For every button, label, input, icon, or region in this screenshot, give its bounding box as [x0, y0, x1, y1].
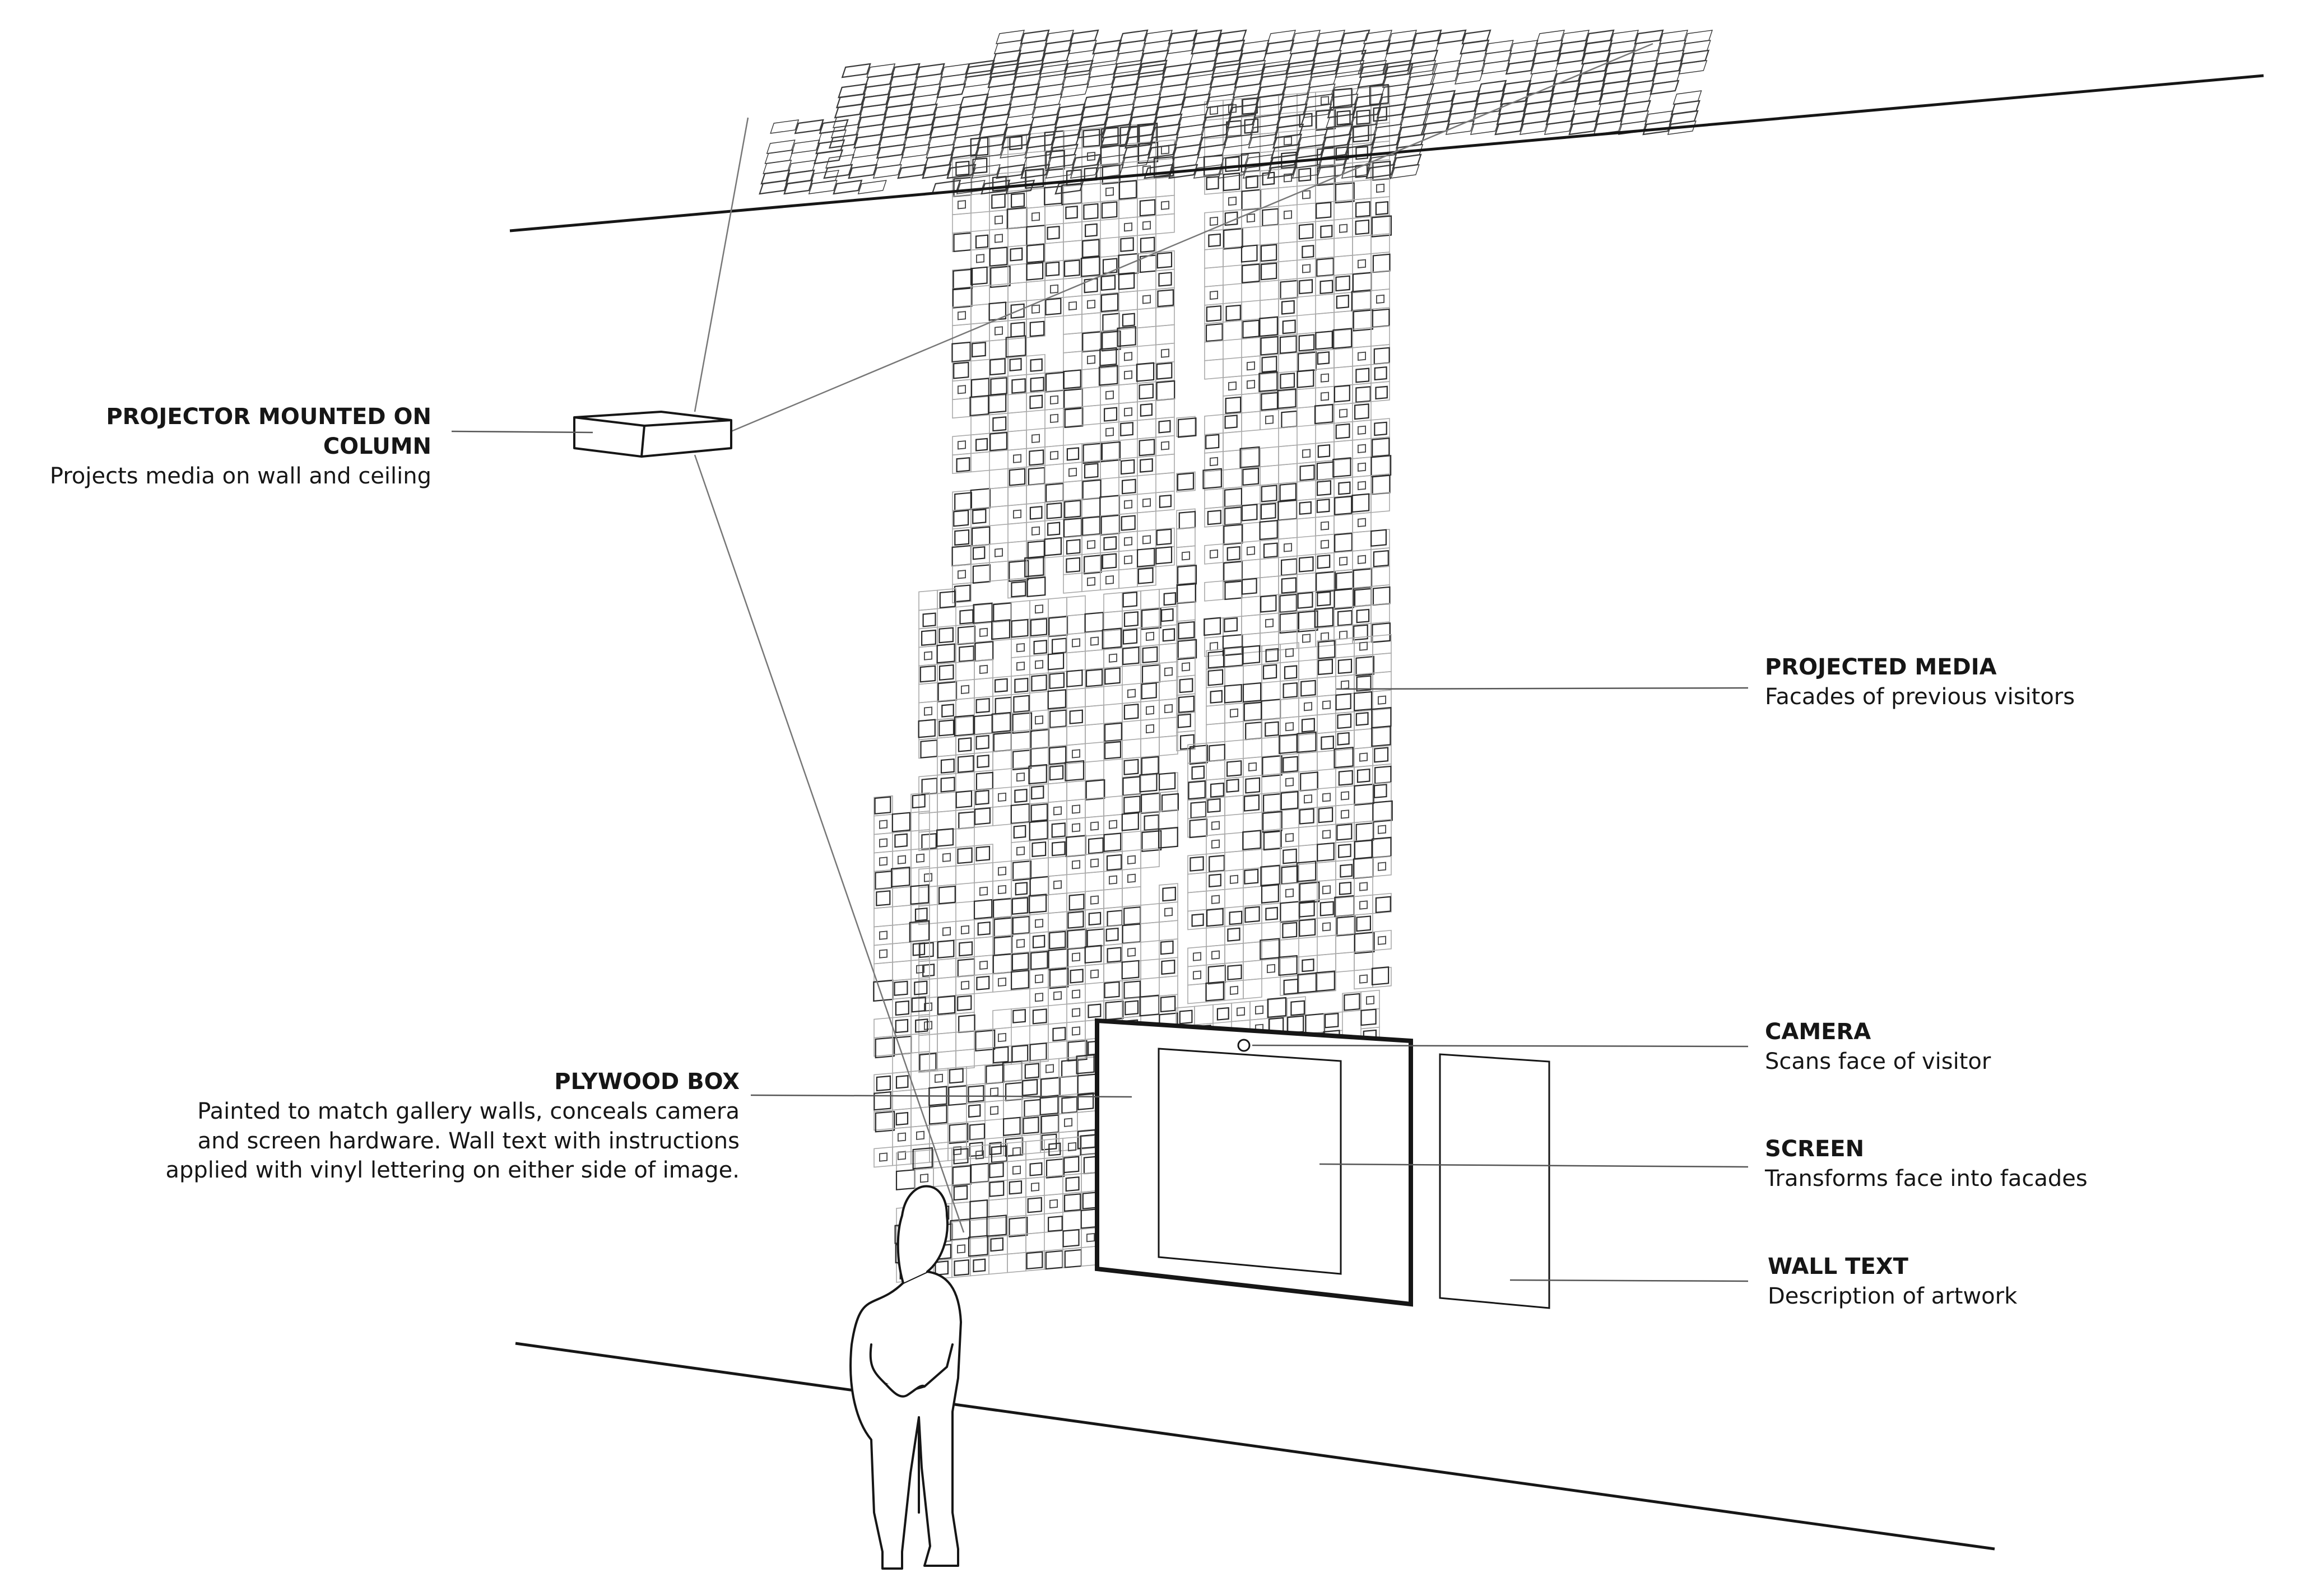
projected-media-label: PROJECTED MEDIA Facades of previous visi… — [1765, 653, 2269, 712]
plywood-box-desc-line-1: Painted to match gallery walls, conceals… — [197, 1098, 740, 1124]
screen-panel — [1158, 1048, 1342, 1275]
projector-icon — [573, 411, 732, 458]
projector-label: PROJECTOR MOUNTED ON COLUMN Projects med… — [22, 402, 431, 491]
projector-desc: Projects media on wall and ceiling — [49, 463, 431, 489]
visitor-figure — [849, 1185, 962, 1570]
camera-label: CAMERA Scans face of visitor — [1765, 1017, 2269, 1077]
plywood-box-label: PLYWOOD BOX Painted to match gallery wal… — [129, 1067, 740, 1185]
plywood-box-desc-line-2: and screen hardware. Wall text with inst… — [197, 1128, 740, 1154]
camera-icon — [1237, 1039, 1251, 1052]
screen-title: SCREEN — [1765, 1136, 1865, 1162]
projected-media-desc: Facades of previous visitors — [1765, 683, 2075, 710]
projected-media-grid — [873, 84, 1393, 1283]
camera-title: CAMERA — [1765, 1019, 1871, 1045]
leader-lines — [451, 430, 1749, 1282]
wall-text-title: WALL TEXT — [1768, 1254, 1908, 1279]
projected-media-title: PROJECTED MEDIA — [1765, 654, 1997, 680]
wall-text-label: WALL TEXT Description of artwork — [1768, 1252, 2272, 1311]
screen-label: SCREEN Transforms face into facades — [1765, 1134, 2269, 1194]
plywood-box-desc-line-3: applied with vinyl lettering on either s… — [165, 1157, 740, 1184]
ceiling-projection-grid — [759, 29, 1713, 195]
projector-title: PROJECTOR MOUNTED ON COLUMN — [106, 404, 431, 459]
screen-desc: Transforms face into facades — [1765, 1165, 2088, 1192]
plywood-box-title: PLYWOOD BOX — [554, 1069, 740, 1095]
wall-text-desc: Description of artwork — [1768, 1283, 2018, 1309]
camera-desc: Scans face of visitor — [1765, 1048, 1991, 1074]
plywood-box — [1095, 1018, 1413, 1307]
wall-text-panel — [1439, 1053, 1550, 1309]
projector-beams — [694, 43, 1653, 1233]
ceiling-edge-line — [509, 74, 2264, 232]
floor-edge-line — [515, 1342, 1995, 1551]
